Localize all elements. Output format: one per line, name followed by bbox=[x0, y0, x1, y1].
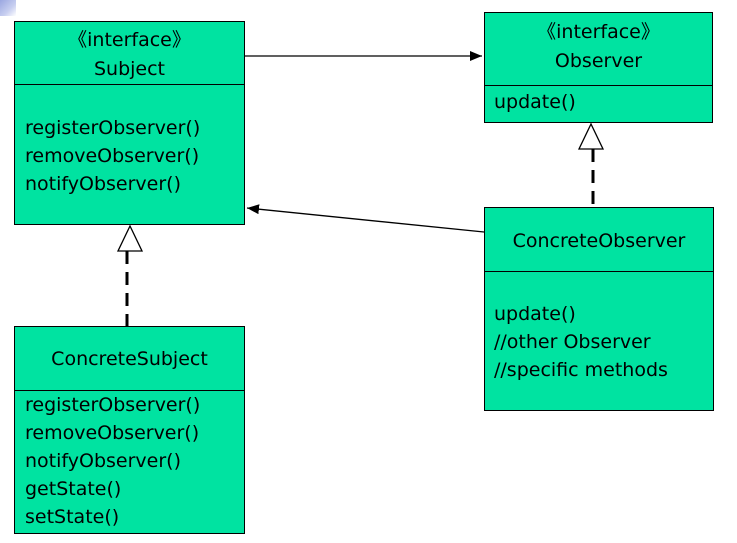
method: notifyObserver() bbox=[25, 450, 181, 472]
class-header-subject: 《interface》 Subject bbox=[15, 29, 244, 81]
class-name: Subject bbox=[93, 58, 166, 80]
method-list: update() bbox=[485, 91, 712, 114]
class-header-concrete-observer: ConcreteObserver bbox=[485, 230, 713, 253]
class-box-concrete-observer[interactable]: ConcreteObserver update() //other Observ… bbox=[484, 207, 714, 411]
method: notifyObserver() bbox=[25, 173, 181, 195]
method: registerObserver() bbox=[25, 117, 201, 139]
method: //other Observer bbox=[494, 331, 651, 353]
method: removeObserver() bbox=[25, 145, 200, 167]
class-box-subject[interactable]: 《interface》 Subject registerObserver() r… bbox=[14, 21, 245, 225]
class-name: ConcreteObserver bbox=[512, 230, 686, 252]
divider bbox=[15, 84, 244, 85]
divider bbox=[15, 390, 244, 391]
divider bbox=[485, 271, 713, 272]
realization-concrete-subject-to-subject bbox=[116, 224, 144, 326]
stereotype-label: 《interface》 bbox=[537, 21, 660, 43]
realization-arrowhead bbox=[577, 122, 605, 150]
stereotype-label: 《interface》 bbox=[68, 29, 191, 51]
class-header-observer: 《interface》 Observer bbox=[485, 21, 712, 73]
realization-concrete-observer-to-observer bbox=[577, 122, 605, 207]
method-list: registerObserver() removeObserver() noti… bbox=[15, 394, 244, 529]
method: update() bbox=[494, 303, 576, 325]
method: getState() bbox=[25, 478, 122, 500]
method: update() bbox=[494, 91, 576, 113]
realization-arrowhead bbox=[116, 224, 144, 252]
class-header-concrete-subject: ConcreteSubject bbox=[15, 348, 244, 371]
class-name: Observer bbox=[554, 50, 643, 72]
class-box-concrete-subject[interactable]: ConcreteSubject registerObserver() remov… bbox=[14, 326, 245, 534]
slide-corner-decoration bbox=[0, 0, 16, 16]
method: setState() bbox=[25, 506, 120, 528]
method-list: registerObserver() removeObserver() noti… bbox=[15, 117, 244, 196]
association-concrete-observer-to-subject bbox=[246, 204, 485, 233]
class-name: ConcreteSubject bbox=[51, 348, 208, 370]
method: //specific methods bbox=[494, 359, 668, 381]
method: registerObserver() bbox=[25, 394, 201, 416]
class-box-observer[interactable]: 《interface》 Observer update() bbox=[484, 12, 713, 123]
method: removeObserver() bbox=[25, 422, 200, 444]
method-list: update() //other Observer //specific met… bbox=[485, 303, 713, 382]
divider bbox=[485, 85, 712, 86]
